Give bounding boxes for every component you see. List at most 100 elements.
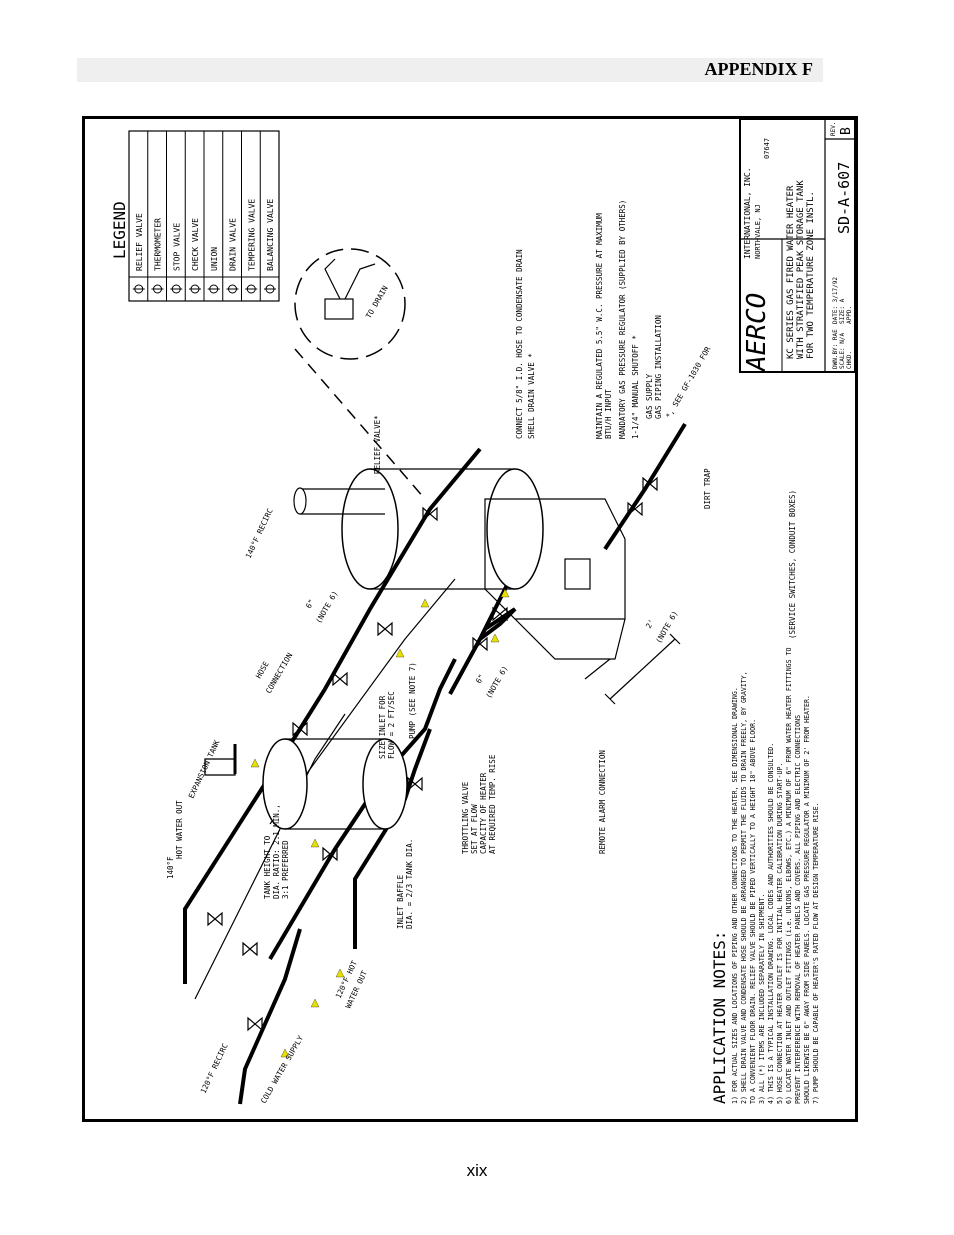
label-mandatory-reg: MANDATORY GAS PRESSURE REGULATOR (SUPPLI… — [618, 200, 627, 439]
note-line: 5) HOSE CONNECTION AT HEATER OUTLET IS F… — [776, 763, 784, 1104]
union-symbol — [207, 284, 220, 294]
label-size-inlet-b: FLOW = 2 FT/SEC — [387, 691, 396, 759]
label-inlet-baffle-a: INLET BAFFLE — [396, 874, 405, 929]
note-line: 4) THIS IS A TYPICAL INSTALLATION DRAWIN… — [767, 743, 775, 1104]
label-cold-water: COLD WATER SUPPLY — [259, 1034, 305, 1105]
title-dwn: DWN.BY: RAE — [832, 329, 839, 369]
valve-symbol — [407, 776, 423, 792]
label-tank-height-a: TANK HEIGHT TO — [263, 835, 272, 899]
legend-label: THERMOMETER — [154, 218, 163, 271]
legend-label: CHECK VALVE — [191, 218, 200, 271]
valve-symbol — [242, 941, 258, 957]
stop-valve-symbol — [170, 284, 183, 294]
label-throttling-d: AT REQUIRED TEMP. RISE — [488, 754, 497, 854]
page-title: APPENDIX F — [704, 59, 814, 79]
label-hot-water-140-b: HOT WATER OUT — [175, 800, 184, 859]
label-throttling-c: CAPACITY OF HEATER — [479, 772, 488, 854]
title-appd: APPD. — [846, 306, 853, 324]
legend-title: LEGEND — [110, 201, 129, 259]
label-gas-supply-a: GAS SUPPLY — [645, 373, 654, 419]
label-dirt-trap: DIRT TRAP — [703, 468, 712, 509]
note-line: 6) LOCATE WATER INLET AND OUTLET FITTING… — [785, 647, 793, 1104]
label-note6-a: (NOTE 6) — [314, 589, 340, 625]
application-notes: APPLICATION NOTES: 1) FOR ACTUAL SIZES A… — [710, 647, 820, 1104]
label-note6-b: (NOTE 6) — [484, 664, 510, 700]
legend-label: RELIEF VALVE — [135, 213, 144, 271]
note-line: 1) FOR ACTUAL SIZES AND LOCATIONS OF PIP… — [731, 687, 739, 1104]
label-recirc-140: 140°F RECIRC — [244, 507, 275, 560]
page-number: xix — [466, 1161, 488, 1180]
label-recirc-120: 120°F RECIRC — [199, 1042, 230, 1095]
label-note6-b-dim: 6" — [474, 673, 486, 685]
legend-label: STOP VALVE — [172, 223, 181, 271]
title-company-suffix: INTERNATIONAL, INC. — [743, 167, 752, 259]
label-pump: PUMP (SEE NOTE 7) — [408, 662, 417, 739]
label-maintain-a: MAINTAIN A REGULATED 5.5" W.C. PRESSURE … — [595, 213, 604, 439]
label-to-drain: TO DRAIN — [364, 284, 390, 320]
title-date: DATE: 3/17/92 — [832, 277, 839, 324]
label-throttling-b: SET AT FLOW — [470, 804, 479, 854]
flow-arrow-icon — [395, 648, 405, 658]
legend-label: DRAIN VALVE — [229, 218, 238, 271]
title-rev-label: REV. — [830, 122, 837, 136]
title-city: NORTHVALE, NJ — [754, 204, 762, 259]
flow-arrow-icon — [335, 968, 345, 978]
valve-symbol — [472, 636, 488, 652]
label-expansion-tank: EXPANSION TANK — [187, 738, 222, 800]
valve-symbol — [642, 476, 658, 492]
title-rev: B — [839, 127, 854, 135]
label-size-inlet-a: SIZE INLET FOR — [378, 695, 387, 759]
title-size: SIZE: A — [839, 298, 846, 324]
valve-symbol — [422, 506, 438, 522]
valve-symbol — [377, 621, 393, 637]
flow-arrow-icon — [420, 598, 430, 608]
title-desc-1: KC SERIES GAS FIRED WATER HEATER — [786, 185, 796, 359]
drawing-frame: AERCO INTERNATIONAL, INC. NORTHVALE, NJ … — [82, 116, 858, 1122]
title-chkd: CHKD. — [846, 351, 853, 369]
label-note6-a-dim: 6" — [304, 598, 316, 610]
relief-valve-symbol — [132, 284, 145, 294]
diagram-labels: 140°F HOT WATER OUT EXPANSION TANK HOSE … — [166, 200, 797, 1105]
tempering-valve-symbol — [245, 284, 258, 294]
thermometer-symbol — [151, 284, 164, 294]
check-valve-symbol — [189, 284, 201, 294]
label-electrical-note: (SERVICE SWITCHES, CONDUIT BOXES) — [788, 490, 797, 639]
label-remote-alarm: REMOTE ALARM CONNECTION — [598, 750, 607, 854]
valve-symbol — [332, 671, 348, 687]
flow-arrow-icon — [250, 758, 260, 768]
header-bar: APPENDIX F — [77, 58, 823, 82]
label-note6-c-dim: 2' — [644, 618, 656, 630]
piping-drawing: AERCO INTERNATIONAL, INC. NORTHVALE, NJ … — [110, 119, 855, 1105]
valve-symbol — [292, 721, 308, 737]
label-inlet-baffle-b: DIA. = 2/3 TANK DIA. — [405, 839, 414, 929]
notes-title: APPLICATION NOTES: — [710, 931, 729, 1104]
valve-symbol — [322, 846, 338, 862]
title-scale: SCALE: N/A — [839, 332, 846, 369]
label-hot-water-140-a: 140°F — [166, 856, 175, 879]
flow-arrow-icon — [490, 633, 500, 643]
label-shell-drain: SHELL DRAIN VALVE * — [527, 353, 536, 439]
flow-arrow-icon — [310, 838, 320, 848]
legend: LEGEND RELIEF VALVE THERMOMETER STOP VALVE… — [110, 130, 280, 302]
drain-valve-symbol — [226, 284, 239, 294]
label-hose-connection-a: HOSE — [254, 659, 271, 680]
note-line: PREVENT INTERFERENCE WITH REMOVAL OF HEA… — [794, 715, 802, 1104]
label-relief-valve: RELIEF VALVE* — [373, 415, 382, 474]
title-zip: 07647 — [763, 138, 771, 159]
flow-arrow-icon — [310, 998, 320, 1008]
title-company: AERCO — [742, 293, 772, 373]
legend-label: UNION — [210, 247, 219, 271]
piping-schematic — [183, 248, 687, 1105]
flow-arrow-icon — [280, 1048, 290, 1058]
label-tank-height-b: DIA. RATIO: 2:1 MIN., — [272, 804, 281, 899]
label-connect-hose: CONNECT 5/8" I.D. HOSE TO CONDENSATE DRA… — [515, 249, 524, 439]
note-line: 7) PUMP SHOULD BE CAPABLE OF HEATER'S RA… — [812, 802, 820, 1104]
valve-symbol — [247, 1016, 263, 1032]
valve-symbol — [627, 501, 643, 517]
label-throttling-a: THROTTLING VALVE — [461, 781, 470, 854]
note-line: SHOULD LIKEWISE BE 6" AWAY FROM SIDE PAN… — [803, 695, 811, 1104]
title-block: AERCO INTERNATIONAL, INC. NORTHVALE, NJ … — [739, 119, 855, 373]
note-line: TO A CONVENIENT FLOOR DRAIN. RELIEF VALV… — [749, 719, 757, 1104]
note-line: 2) SHELL DRAIN VALVE AND CONDENSATE HOSE… — [740, 671, 748, 1104]
note-line: 3) ALL (*) ITEMS ARE INCLUDED SEPARATELY… — [758, 894, 766, 1104]
